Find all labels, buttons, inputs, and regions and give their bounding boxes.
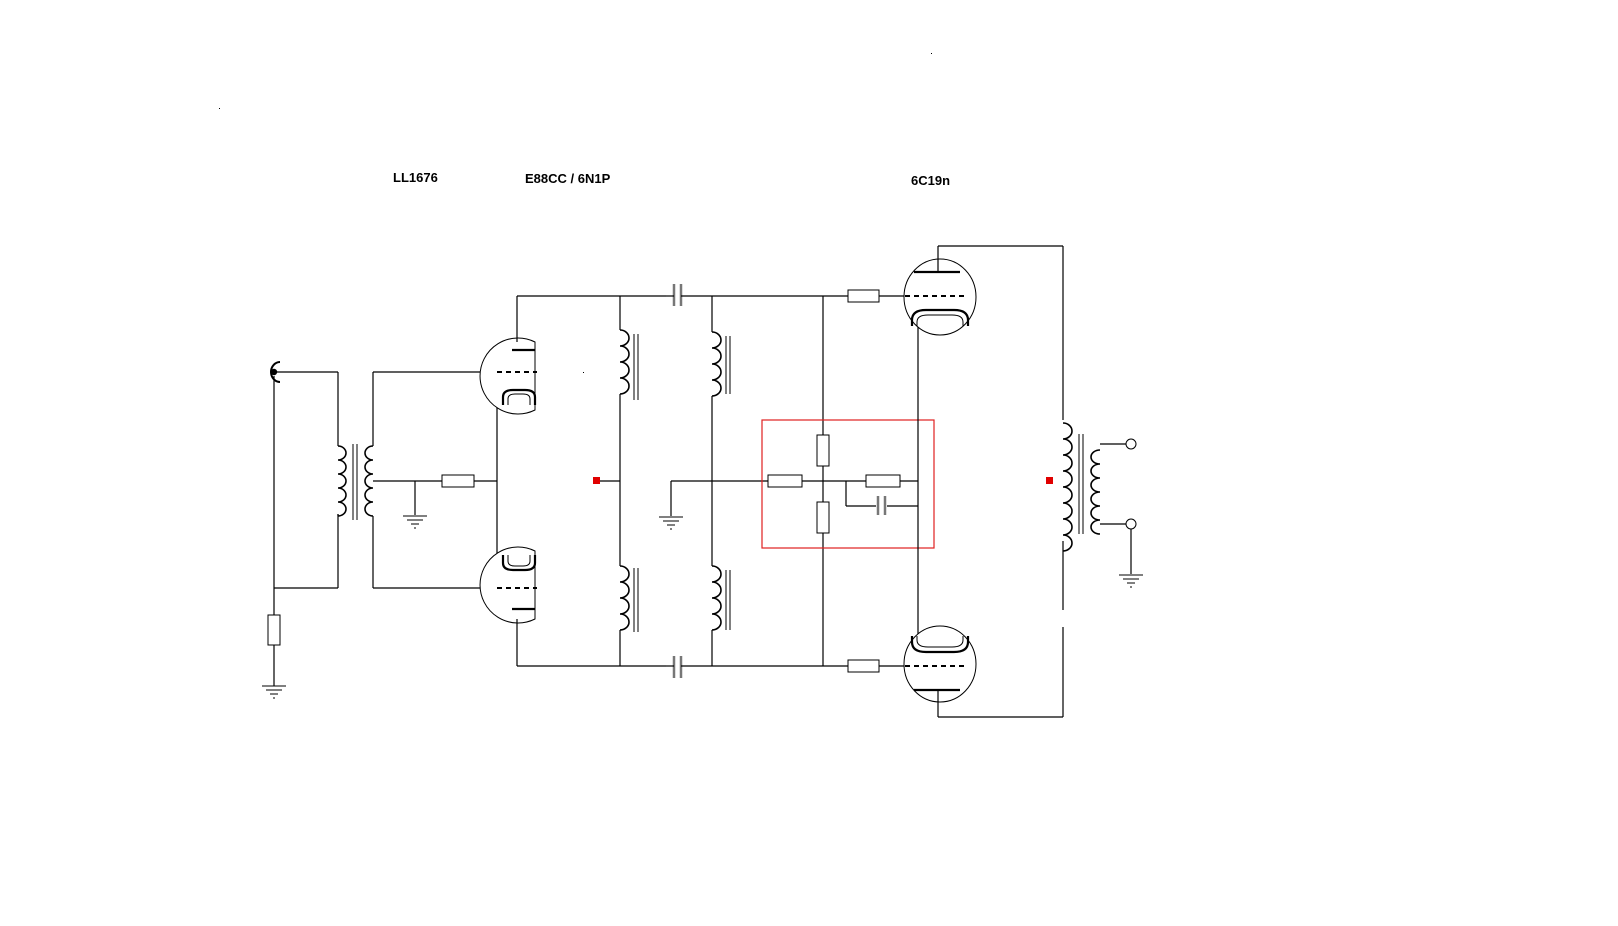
output-cathode-resistor (865, 474, 901, 488)
selection-box[interactable] (761, 419, 935, 549)
coupling-capacitor-upper (672, 284, 683, 306)
ground-icon (262, 685, 286, 699)
cathode-resistor (441, 474, 475, 488)
grid-choke-upper (711, 331, 731, 397)
bias-resistor-upper (816, 434, 830, 467)
output-tube-upper (903, 258, 977, 336)
driver-tube-label: E88CC / 6N1P (525, 171, 611, 186)
ground-icon (1119, 574, 1143, 588)
output-terminal-ground[interactable] (1125, 518, 1137, 530)
coupling-capacitor-lower (672, 656, 683, 678)
stray-dot (931, 53, 932, 54)
bias-resistor-lower (816, 501, 830, 534)
output-terminal-hot[interactable] (1125, 438, 1137, 450)
stray-dot (583, 372, 584, 373)
driver-tube-upper (479, 337, 537, 415)
output-tube-lower (903, 625, 977, 703)
bias-feed-resistor (767, 474, 803, 488)
input-resistor (267, 614, 281, 646)
input-wiring (273, 372, 339, 589)
input-jack[interactable] (270, 361, 338, 383)
driver-tube-lower (479, 546, 537, 624)
ground-icon (403, 515, 427, 529)
stray-dot (219, 108, 220, 109)
grid-choke-lower (711, 565, 731, 631)
output-tube-label: 6C19n (911, 173, 950, 188)
plate-choke-upper (619, 329, 639, 400)
grid-stopper-upper (847, 289, 880, 303)
input-transformer (337, 444, 374, 520)
plate-choke-lower (619, 565, 639, 632)
b-plus-node-marker (593, 477, 600, 484)
output-transformer (1062, 422, 1101, 552)
input-transformer-label: LL1676 (393, 170, 438, 185)
grid-stopper-lower (847, 659, 880, 673)
bypass-capacitor (876, 496, 887, 515)
b-plus-node-marker-output (1046, 477, 1053, 484)
ground-icon (659, 516, 683, 530)
